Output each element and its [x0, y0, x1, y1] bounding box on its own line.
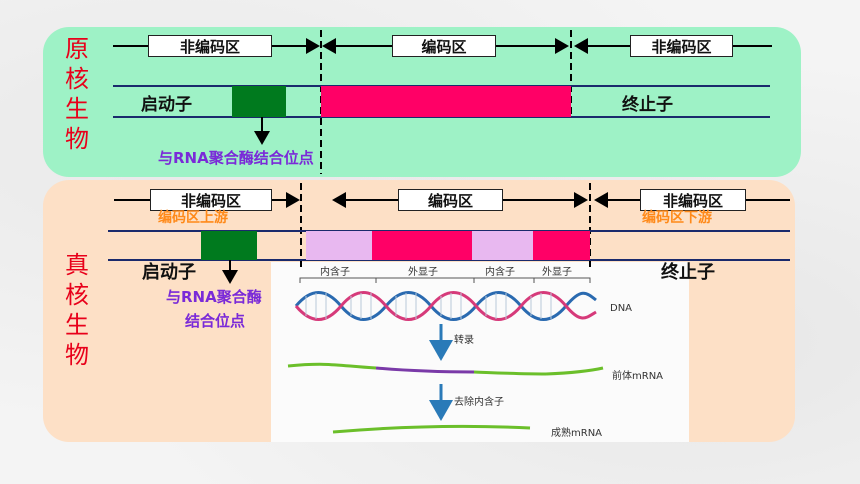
eukaryote-char: 物 [65, 341, 89, 369]
mature-mrna-strand [332, 424, 531, 434]
dna-helix-strand-b [294, 291, 597, 321]
intron-label-2: 内含子 [485, 267, 515, 278]
prokaryote-char: 核 [65, 65, 89, 93]
prok-noncoding-right-label: 非编码区 [630, 35, 733, 57]
transcription-label: 转录 [454, 335, 474, 346]
euk-coding-label: 编码区 [398, 189, 503, 211]
prok-rna-pol-site: 与RNA聚合酶结合位点 [158, 149, 314, 167]
segment-brackets [299, 277, 591, 283]
prok-promoter-label: 启动子 [141, 95, 192, 115]
exon-label-1: 外显子 [408, 267, 438, 278]
remove-introns-label: 去除内含子 [454, 397, 504, 408]
pre-mrna-label: 前体mRNA [612, 371, 664, 382]
euk-noncoding-left-label: 非编码区 [150, 189, 272, 211]
euk-noncoding-right-label: 非编码区 [640, 189, 746, 211]
dna-label: DNA [610, 303, 633, 314]
pre-mrna-exon-1 [287, 362, 377, 370]
eukaryote-char: 生 [65, 311, 89, 339]
intron-label-1: 内含子 [320, 267, 350, 278]
pre-mrna-exon-3 [545, 366, 604, 376]
eukaryote-label: 真 核 生 物 [62, 250, 92, 370]
exon-label-2: 外显子 [542, 267, 572, 278]
prok-terminator-label: 终止子 [622, 95, 673, 115]
transcription-figure [271, 262, 689, 442]
prokaryote-char: 物 [65, 125, 89, 153]
prok-coding-label: 编码区 [392, 35, 496, 57]
euk-rna-pol-site-line1: 与RNA聚合酶 [166, 288, 262, 306]
euk-promoter-block [201, 231, 257, 260]
euk-downstream-label: 编码区下游 [642, 210, 712, 226]
prokaryote-char: 原 [65, 35, 89, 63]
euk-promoter-label: 启动子 [142, 262, 196, 283]
eukaryote-char: 真 [65, 251, 89, 279]
dna-helix-strand-a [294, 291, 597, 321]
dna-base-pairs [305, 293, 552, 319]
prok-noncoding-left-label: 非编码区 [148, 35, 272, 57]
prokaryote-label: 原 核 生 物 [62, 34, 92, 154]
euk-rna-pol-site-line2: 结合位点 [185, 312, 246, 330]
mature-mrna-label: 成熟mRNA [551, 428, 603, 439]
euk-upstream-label: 编码区上游 [158, 210, 228, 226]
euk-exon-block-1 [372, 231, 472, 260]
prok-coding-block [321, 86, 571, 117]
prokaryote-char: 生 [65, 95, 89, 123]
pre-mrna-exon-2 [473, 370, 547, 376]
euk-intron-block-1 [306, 231, 372, 260]
prok-promoter-block [232, 86, 286, 117]
euk-terminator-label: 终止子 [661, 262, 715, 283]
euk-exon-block-2 [533, 231, 590, 260]
euk-intron-block-2 [472, 231, 533, 260]
eukaryote-char: 核 [65, 281, 89, 309]
pre-mrna-intron-1 [375, 366, 475, 374]
